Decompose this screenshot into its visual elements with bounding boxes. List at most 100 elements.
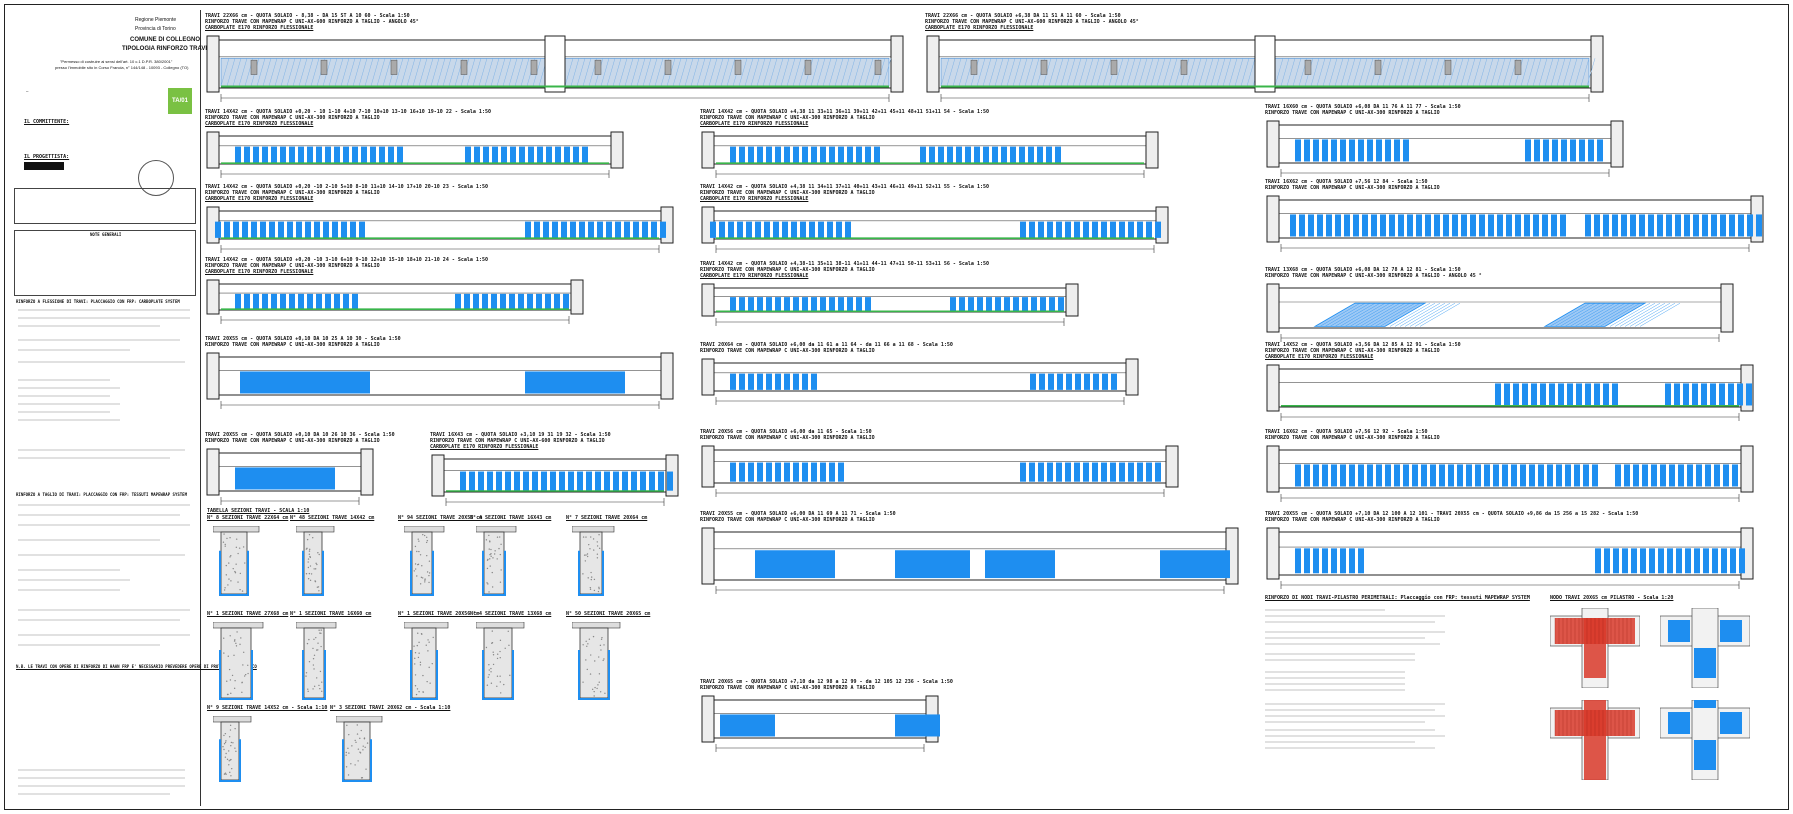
aggregate: [230, 745, 231, 746]
aggregate: [230, 679, 231, 680]
mapewrap-strip: [1340, 464, 1346, 486]
aggregate: [314, 580, 315, 581]
aggregate: [415, 674, 416, 675]
mapewrap-strip: [1065, 463, 1071, 482]
section-body: [484, 628, 512, 698]
slab: [572, 526, 614, 532]
aggregate: [491, 683, 492, 684]
aggregate: [600, 691, 601, 692]
pipe-opening: [1445, 60, 1451, 74]
pipe-opening: [1181, 60, 1187, 74]
mapewrap-strip: [1031, 297, 1037, 311]
aggregate: [308, 558, 309, 559]
aggregate: [225, 544, 226, 545]
mapewrap-strip: [482, 294, 488, 309]
aggregate: [427, 650, 428, 651]
aggregate: [424, 581, 425, 582]
mapewrap-strip: [1624, 464, 1630, 486]
aggregate: [230, 725, 231, 726]
aggregate: [417, 633, 418, 634]
column-right: [571, 280, 583, 314]
column-right: [1721, 284, 1733, 332]
aggregate: [494, 553, 495, 554]
mapewrap-strip: [1038, 463, 1044, 482]
mapewrap-strip: [811, 297, 817, 311]
aggregate: [488, 676, 489, 677]
aggregate: [500, 657, 501, 658]
mapewrap-strip: [820, 297, 826, 311]
mapewrap-strip: [739, 297, 745, 311]
mapewrap-strip: [847, 297, 853, 311]
hatch: [1415, 303, 1455, 326]
mapewrap-strip: [811, 463, 817, 482]
aggregate: [361, 730, 362, 731]
aggregate: [346, 766, 347, 767]
aggregate: [487, 685, 488, 686]
mapewrap-strip: [710, 222, 716, 238]
mapewrap-strip: [1475, 464, 1481, 486]
mapewrap-strip: [554, 294, 560, 309]
mapewrap-strip: [1385, 139, 1391, 161]
mapewrap-strip: [478, 472, 484, 491]
mapewrap-strip: [1349, 464, 1355, 486]
aggregate: [317, 587, 318, 588]
mapewrap-strip: [1667, 548, 1673, 573]
beam-elevation-8: [205, 278, 585, 326]
mapewrap-strip: [874, 147, 880, 163]
mapewrap-strip: [784, 147, 790, 163]
mapewrap-strip: [773, 222, 779, 238]
mapewrap-strip: [1146, 463, 1152, 482]
aggregate: [229, 556, 230, 557]
section-body: [412, 532, 432, 594]
mapewrap-block: [895, 714, 940, 736]
beam-elevation-1: [925, 34, 1605, 104]
aggregate: [598, 534, 599, 535]
mapewrap-strip: [525, 222, 531, 238]
mapewrap-strip: [1331, 548, 1337, 573]
aggregate: [418, 642, 419, 643]
mapewrap-strip: [492, 147, 498, 163]
aggregate: [582, 644, 583, 645]
aggregate: [422, 675, 423, 676]
aggregate: [593, 636, 594, 637]
mapewrap-strip: [1747, 214, 1753, 236]
aggregate: [309, 573, 310, 574]
mapewrap-strip: [1020, 463, 1026, 482]
aggregate: [587, 553, 588, 554]
section-title: N° 1 SEZIONI TRAVE 16X60 cm: [290, 612, 371, 617]
mapewrap-strip: [1588, 139, 1594, 161]
mapewrap-strip: [622, 472, 628, 491]
mapewrap-strip: [1046, 147, 1052, 163]
aggregate: [590, 587, 591, 588]
slab: [404, 622, 448, 628]
mapewrap-strip: [1020, 222, 1026, 238]
mapewrap-strip: [1585, 383, 1591, 405]
mapewrap-strip: [1561, 139, 1567, 161]
mapewrap-block: [1160, 550, 1230, 578]
aggregate: [234, 688, 235, 689]
mapewrap-strip: [1362, 214, 1368, 236]
mapewrap-strip: [929, 147, 935, 163]
mapewrap-strip: [1037, 147, 1043, 163]
aggregate: [364, 747, 365, 748]
aggregate: [222, 746, 223, 747]
aggregate: [593, 695, 594, 696]
mapewrap-strip: [253, 147, 259, 163]
aggregate: [429, 561, 430, 562]
mapewrap-strip: [730, 463, 736, 482]
node-detail-1: [1660, 608, 1750, 688]
mapewrap-strip: [968, 297, 974, 311]
section-title: N° 48 SEZIONI TRAVE 14X42 cm: [290, 516, 374, 521]
aggregate: [426, 681, 427, 682]
mapewrap-strip: [649, 472, 655, 491]
mapewrap-strip: [820, 463, 826, 482]
pipe-opening: [805, 60, 811, 74]
aggregate: [432, 663, 433, 664]
aggregate: [490, 565, 491, 566]
mapewrap-strip: [1092, 222, 1098, 238]
mapewrap-strip: [1495, 383, 1501, 405]
mapewrap-strip: [757, 297, 763, 311]
mapewrap-strip: [1746, 383, 1752, 405]
column-left: [207, 132, 219, 168]
aggregate: [359, 751, 360, 752]
